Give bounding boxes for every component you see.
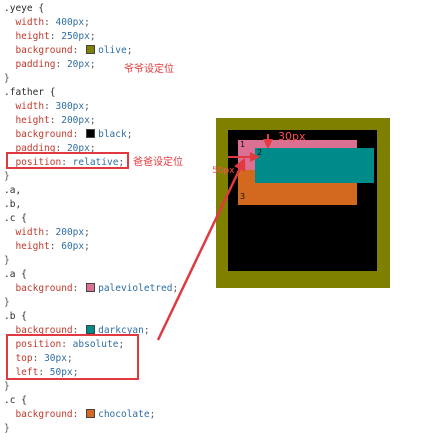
property-name: height	[15, 115, 50, 126]
property-name: width	[15, 17, 45, 28]
code-line: height: 200px;	[15, 115, 96, 126]
property-name: background	[15, 45, 73, 56]
property-value: absolute	[72, 339, 119, 350]
annotation-grandpa: 爷爷设定位	[124, 64, 174, 75]
closing-brace: }	[4, 73, 10, 84]
selector-b: .b {	[4, 311, 27, 322]
code-line: left: 50px;	[15, 367, 79, 378]
palevioletred-swatch-icon	[86, 283, 96, 292]
code-line: position: absolute;	[15, 339, 125, 350]
code-line: height: 60px;	[15, 241, 90, 252]
property-name: background	[15, 129, 73, 140]
property-name: position	[15, 339, 62, 350]
code-line: padding: 20px;	[15, 143, 96, 154]
css-code-block: .yeye { width: 400px; height: 250px; bac…	[4, 2, 204, 436]
yeye-box: 1 3 2 30px 50px	[212, 118, 390, 288]
selector-c: .c {	[4, 395, 27, 406]
closing-brace: }	[4, 381, 10, 392]
highlight-b-absolute	[6, 334, 139, 380]
box-a-label: 1	[240, 140, 246, 149]
property-name: background	[15, 283, 73, 294]
code-line: }	[4, 296, 204, 310]
code-line: }	[4, 72, 204, 86]
closing-brace: }	[4, 297, 10, 308]
box-b: 2	[255, 148, 374, 183]
property-name: padding	[15, 59, 56, 70]
code-line: .father {	[4, 86, 204, 100]
top-offset-label: 30px	[278, 130, 306, 143]
property-value: 250px	[61, 31, 90, 42]
highlight-father-position	[6, 152, 129, 169]
code-line: background: darkcyan;	[15, 325, 150, 336]
property-value: black	[98, 129, 127, 140]
olive-swatch-icon	[86, 45, 96, 54]
code-line: background: black;	[15, 129, 133, 140]
selector-yeye: .yeye {	[4, 3, 45, 14]
property-name: top	[15, 353, 33, 364]
property-value: chocolate	[98, 409, 150, 420]
code-line: width: 300px;	[15, 101, 90, 112]
code-line: .b {	[4, 310, 204, 324]
annotation-dad: 爸爸设定位	[133, 157, 183, 168]
pointer-arrow	[156, 157, 246, 341]
code-line: padding: 20px;	[15, 59, 96, 70]
closing-brace: }	[4, 255, 10, 266]
chocolate-swatch-icon	[86, 409, 96, 418]
black-swatch-icon	[86, 129, 96, 138]
property-name: background	[15, 409, 73, 420]
code-line: .a {	[4, 268, 204, 282]
property-value: 30px	[44, 353, 67, 364]
property-name: padding	[15, 143, 56, 154]
code-line: height: 250px;	[15, 31, 96, 42]
code-line: .c {	[4, 394, 204, 408]
selector-a: .a {	[4, 269, 27, 280]
box-c-label: 3	[240, 192, 246, 201]
property-value: 300px	[55, 101, 85, 112]
selector-b: .b,	[4, 199, 22, 210]
code-line: top: 30px;	[15, 353, 73, 364]
property-name: position	[15, 157, 62, 168]
code-line: }	[4, 380, 204, 394]
code-line: width: 200px;	[15, 227, 90, 238]
property-name: width	[15, 227, 45, 238]
property-value: darkcyan	[98, 325, 144, 336]
property-value: relative	[72, 157, 119, 168]
property-value: 200px	[61, 115, 90, 126]
property-name: height	[15, 241, 50, 252]
father-box: 1 3 2	[228, 130, 377, 271]
property-value: 400px	[55, 17, 85, 28]
closing-brace: }	[4, 423, 10, 434]
code-line: width: 400px;	[15, 17, 90, 28]
property-name: height	[15, 31, 50, 42]
property-value: 50px	[49, 367, 73, 378]
code-line: }	[4, 422, 204, 436]
property-name: width	[15, 101, 45, 112]
selector-a: .a,	[4, 185, 22, 196]
code-line: .b,	[4, 198, 204, 212]
code-line: position: relative;	[15, 157, 125, 168]
code-line: }	[4, 254, 204, 268]
property-value: palevioletred	[98, 283, 173, 294]
code-line: }	[4, 170, 204, 184]
left-offset-label: 50px	[212, 166, 235, 176]
closing-brace: }	[4, 171, 10, 182]
property-value: 20px	[66, 143, 90, 154]
selector-father: .father {	[4, 87, 56, 98]
darkcyan-swatch-icon	[86, 325, 96, 334]
property-value: 20px	[66, 59, 90, 70]
property-name: left	[15, 367, 39, 378]
code-line: .yeye {	[4, 2, 204, 16]
property-value: 60px	[61, 241, 85, 252]
property-value: olive	[98, 45, 127, 56]
property-value: 200px	[55, 227, 85, 238]
code-line: background: olive;	[15, 45, 133, 56]
selector-c: .c {	[4, 213, 27, 224]
code-line: .c {	[4, 212, 204, 226]
code-line: .a,	[4, 184, 204, 198]
property-name: background	[15, 325, 73, 336]
code-line: background: chocolate;	[15, 409, 156, 420]
code-line: background: palevioletred;	[15, 283, 179, 294]
